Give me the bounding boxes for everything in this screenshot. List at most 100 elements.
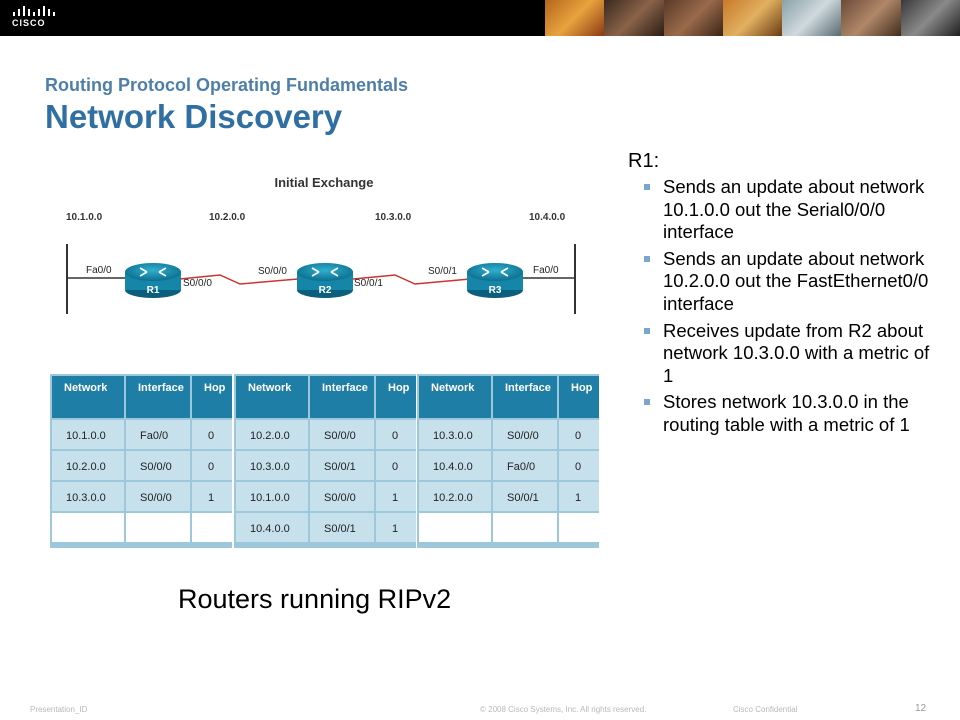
table-cell (192, 482, 232, 511)
table-cell (376, 420, 416, 449)
router-r3[interactable]: R3 (467, 263, 523, 298)
table-header-cell (419, 376, 491, 418)
photo-tile (722, 0, 783, 36)
table-cell-value: 0 (392, 430, 398, 442)
router-arrows-icon (311, 267, 339, 277)
table-header-cell (310, 376, 374, 418)
table-cell (52, 420, 124, 449)
table-header-label: Hop (204, 382, 226, 394)
router-r2[interactable]: R2 (297, 263, 353, 298)
table-cell (559, 451, 599, 480)
table-cell-value: S0/0/0 (324, 430, 356, 442)
header-banner: CISCO (0, 0, 960, 36)
content-heading: R1: (628, 150, 660, 172)
slide-title: Network Discovery (45, 98, 343, 135)
table-cell-value: 1 (208, 492, 214, 504)
table-cell-value: S0/0/1 (507, 492, 539, 504)
table-cell (126, 420, 190, 449)
table-cell (493, 482, 557, 511)
footer-confidential: Cisco Confidential (733, 705, 798, 714)
interface-label: Fa0/0 (86, 265, 112, 276)
table-cell (236, 451, 308, 480)
table-header-cell (126, 376, 190, 418)
bullet-list: Sends an update about network 10.1.0.0 o… (637, 176, 942, 441)
interface-label: S0/0/0 (183, 278, 212, 289)
table-header-label: Interface (322, 382, 368, 394)
table-cell-value: 10.4.0.0 (433, 461, 473, 473)
table-cell-value: 10.3.0.0 (433, 430, 473, 442)
bullet-item: Receives update from R2 about network 10… (637, 320, 942, 388)
photo-tile (782, 0, 842, 36)
table-header-label: Network (248, 382, 292, 394)
table-header-cell (236, 376, 308, 418)
table-header-label: Hop (388, 382, 410, 394)
table-cell-value: 10.4.0.0 (250, 523, 290, 535)
table-cell (493, 420, 557, 449)
routing-table: Network10.2.0.010.3.0.010.1.0.010.4.0.0I… (234, 374, 416, 548)
table-cell-value: S0/0/1 (324, 461, 356, 473)
photo-tile (841, 0, 901, 36)
table-header-cell (493, 376, 557, 418)
table-cell (376, 451, 416, 480)
table-header-cell (376, 376, 416, 418)
footer-copyright: © 2008 Cisco Systems, Inc. All rights re… (480, 705, 647, 714)
table-cell (419, 513, 491, 542)
bullet-square-icon (644, 184, 650, 190)
table-header-cell (192, 376, 232, 418)
diagram-caption: Routers running RIPv2 (178, 584, 452, 614)
table-cell-value: 1 (392, 523, 398, 535)
table-header-cell (559, 376, 599, 418)
bullet-item: Stores network 10.3.0.0 in the routing t… (637, 391, 942, 436)
network-label: 10.1.0.0 (66, 212, 103, 223)
table-cell (52, 482, 124, 511)
table-cell (52, 513, 124, 542)
table-cell-value: 10.2.0.0 (250, 430, 290, 442)
table-header-label: Interface (138, 382, 184, 394)
footer-presentation-id: Presentation_ID (30, 705, 88, 714)
table-cell (419, 451, 491, 480)
table-cell-value: 0 (392, 461, 398, 473)
table-cell (236, 420, 308, 449)
table-cell (559, 513, 599, 542)
table-cell (192, 420, 232, 449)
bullet-square-icon (644, 255, 650, 262)
table-cell (493, 451, 557, 480)
table-cell-value: Fa0/0 (140, 430, 168, 442)
table-cell-value: S0/0/0 (140, 492, 172, 504)
router-arrows-icon (481, 267, 509, 277)
table-cell-value: 10.3.0.0 (66, 492, 106, 504)
bullet-item: Sends an update about network 10.2.0.0 o… (637, 248, 942, 316)
photo-tile (900, 0, 960, 36)
table-cell-value: 10.1.0.0 (250, 492, 290, 504)
cisco-logo: CISCO (10, 6, 56, 32)
bullet-square-icon (644, 327, 650, 334)
table-cell (310, 482, 374, 511)
bullet-square-icon (644, 399, 650, 406)
table-header-label: Hop (571, 382, 593, 394)
routing-table: Network10.1.0.010.2.0.010.3.0.0Interface… (50, 374, 232, 548)
serial-link-r1-r2 (179, 274, 299, 285)
table-cell-value: 0 (208, 461, 214, 473)
table-cell (559, 482, 599, 511)
table-cell (192, 451, 232, 480)
table-cell-value: 0 (208, 430, 214, 442)
header-photo-strip (545, 0, 960, 36)
table-cell-value: S0/0/1 (324, 523, 356, 535)
router-label: R2 (319, 285, 332, 296)
table-header-label: Network (64, 382, 108, 394)
table-cell (126, 513, 190, 542)
routing-tables: Network 10.1.0.0 10.2.0.0 10.3.0.0 Interface… (50, 374, 599, 548)
interface-label: Fa0/0 (533, 265, 559, 276)
cisco-bars-icon (13, 6, 55, 16)
table-cell (559, 420, 599, 449)
bullet-item: Sends an update about network 10.1.0.0 o… (637, 176, 942, 244)
interface-label: S0/0/1 (428, 266, 457, 277)
router-r1[interactable]: R1 (125, 263, 181, 298)
routing-table: Network10.3.0.010.4.0.010.2.0.0Interface… (417, 374, 599, 548)
slide-subtitle: Routing Protocol Operating Fundamentals (45, 75, 409, 95)
table-header-label: Network (431, 382, 475, 394)
interface-label: S0/0/1 (354, 278, 383, 289)
interface-label: S0/0/0 (258, 266, 287, 277)
table-cell (310, 451, 374, 480)
serial-link-r2-r3 (352, 274, 471, 285)
